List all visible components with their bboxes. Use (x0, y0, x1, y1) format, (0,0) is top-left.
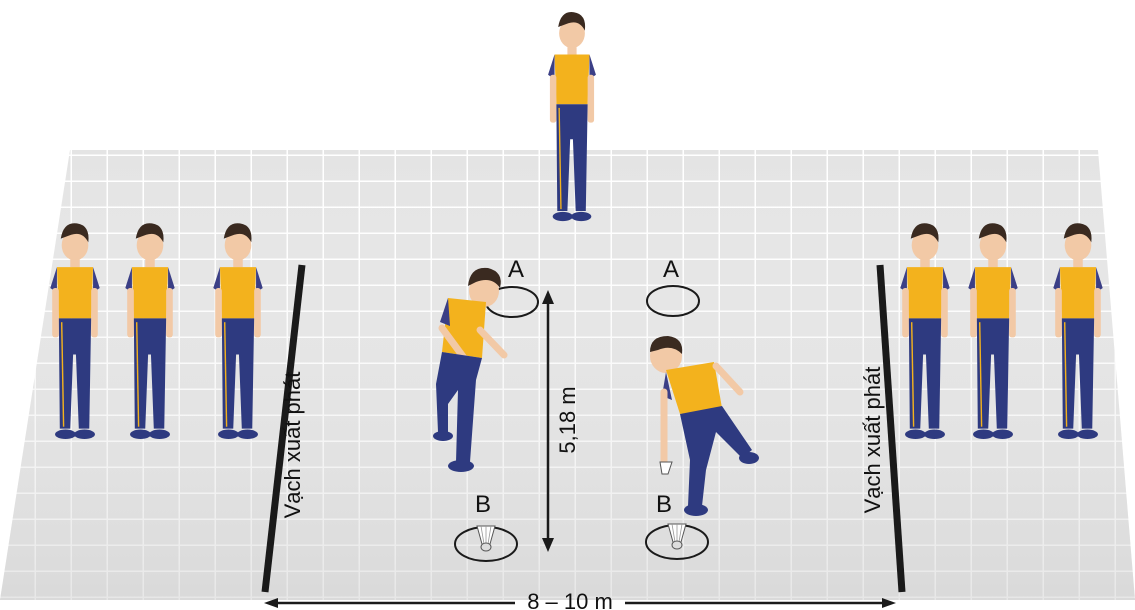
vertical-distance-label: 5,18 m (555, 386, 580, 453)
horizontal-distance-label: 8 – 10 m (527, 589, 613, 610)
marker-a-right-label: A (663, 256, 679, 283)
marker-a-left-label: A (508, 256, 524, 283)
marker-b-left-label: B (475, 491, 491, 518)
start-line-right-label: Vạch xuất phát (860, 367, 885, 514)
start-line-left-label: Vạch xuất phát (280, 372, 305, 519)
marker-b-right-label: B (656, 491, 672, 518)
